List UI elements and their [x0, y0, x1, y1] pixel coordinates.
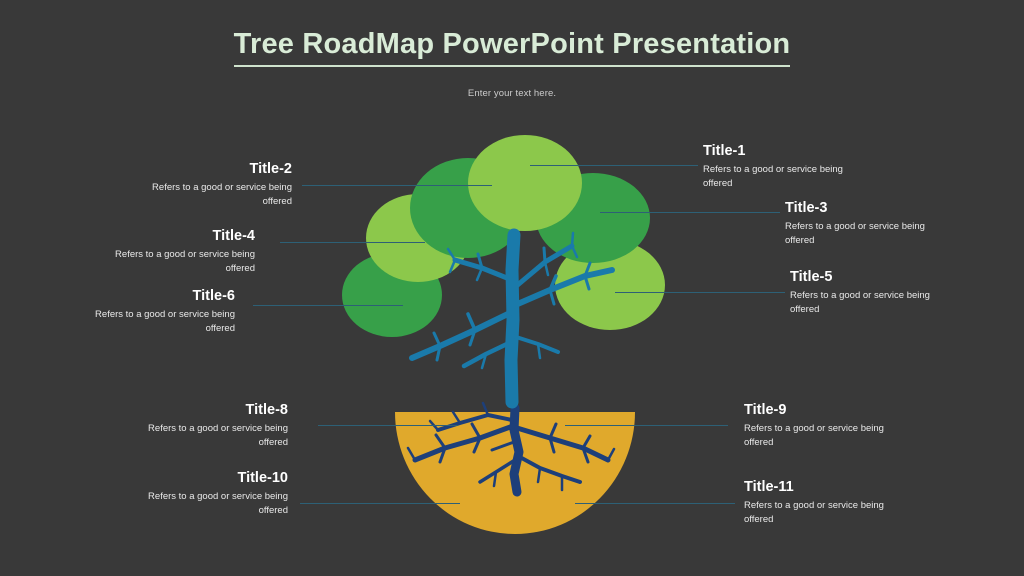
subtitle-text: Enter your text here. — [467, 88, 557, 99]
callout-title-2-description: Refers to a good or service being offere… — [152, 182, 292, 207]
connector-line-title-10 — [300, 503, 460, 504]
callout-title-1-description: Refers to a good or service being offere… — [703, 164, 843, 189]
callout-title-11-label: Title-11 — [744, 479, 794, 495]
root-system — [406, 401, 616, 497]
connector-line-title-4 — [280, 242, 425, 243]
callout-title-3-label: Title-3 — [785, 200, 828, 216]
callout-title-10[interactable]: Title-10 Refers to a good or service bei… — [148, 470, 288, 517]
connector-line-title-9 — [565, 425, 728, 426]
callout-title-5-description: Refers to a good or service being offere… — [790, 290, 930, 315]
connector-line-title-1 — [530, 165, 698, 166]
callout-title-11[interactable]: Title-11 Refers to a good or service bei… — [744, 479, 884, 526]
callout-title-9-description: Refers to a good or service being offere… — [744, 423, 884, 448]
canopy-blob-top-center — [468, 135, 582, 231]
callout-title-1[interactable]: Title-1 Refers to a good or service bein… — [703, 143, 843, 190]
connector-line-title-2 — [302, 185, 492, 186]
callout-title-10-label: Title-10 — [237, 470, 288, 486]
callout-title-8-description: Refers to a good or service being offere… — [148, 423, 288, 448]
canopy-blob-lower-right — [555, 240, 665, 330]
trunk-and-branches — [409, 228, 615, 409]
callout-title-6[interactable]: Title-6 Refers to a good or service bein… — [95, 288, 235, 335]
callout-title-3-description: Refers to a good or service being offere… — [785, 221, 925, 246]
connector-line-title-5 — [615, 292, 785, 293]
callout-title-9[interactable]: Title-9 Refers to a good or service bein… — [744, 402, 884, 449]
callout-title-6-description: Refers to a good or service being offere… — [95, 309, 235, 334]
connector-line-title-11 — [575, 503, 735, 504]
tree-roadmap-graphic — [342, 135, 665, 534]
callout-title-8[interactable]: Title-8 Refers to a good or service bein… — [148, 402, 288, 449]
callout-title-4-description: Refers to a good or service being offere… — [115, 249, 255, 274]
callout-title-3[interactable]: Title-3 Refers to a good or service bein… — [785, 200, 925, 247]
connector-line-title-3 — [600, 212, 780, 213]
callout-title-4-label: Title-4 — [212, 228, 255, 244]
callout-title-5-label: Title-5 — [790, 269, 833, 285]
callout-title-11-description: Refers to a good or service being offere… — [744, 500, 884, 525]
callout-title-10-description: Refers to a good or service being offere… — [148, 491, 288, 516]
connector-line-title-8 — [318, 425, 458, 426]
callout-title-8-label: Title-8 — [245, 402, 288, 418]
title-block: Tree RoadMap PowerPoint Presentation — [0, 28, 1024, 68]
callout-title-5[interactable]: Title-5 Refers to a good or service bein… — [790, 269, 930, 316]
connector-line-title-6 — [253, 305, 403, 306]
callout-title-9-label: Title-9 — [744, 402, 787, 418]
callout-title-4[interactable]: Title-4 Refers to a good or service bein… — [115, 228, 255, 275]
callout-title-2-label: Title-2 — [249, 161, 292, 177]
callout-title-6-label: Title-6 — [192, 288, 235, 304]
callout-title-2[interactable]: Title-2 Refers to a good or service bein… — [152, 161, 292, 208]
page-title: Tree RoadMap PowerPoint Presentation — [233, 28, 791, 68]
callout-title-1-label: Title-1 — [703, 143, 746, 159]
